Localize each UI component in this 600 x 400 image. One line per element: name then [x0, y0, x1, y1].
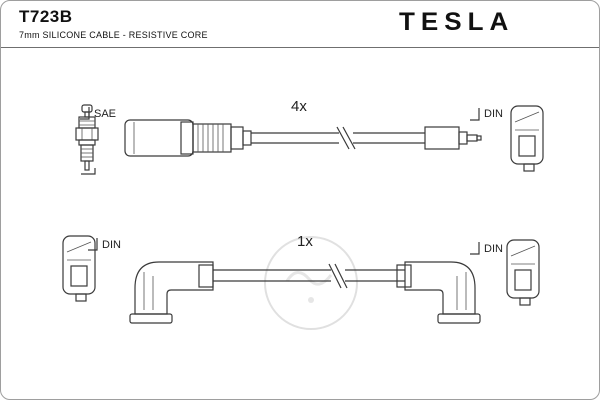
ignition-cable-diagram: SAE 4x — [62, 98, 544, 330]
din-terminal-icon — [424, 126, 482, 150]
din-label-bottom-left-text: DIN — [102, 239, 121, 251]
part-number: T723B — [19, 7, 73, 26]
din-plug-icon-bottom-right — [506, 239, 540, 306]
din-label-bottom-right: DIN — [470, 242, 503, 255]
bottom-quantity-label: 1x — [297, 233, 313, 250]
din-plug-icon-bottom-left — [62, 235, 96, 302]
din-label-bottom-right-text: DIN — [484, 243, 503, 255]
angled-boot-left-icon — [129, 261, 214, 324]
cable-top — [251, 126, 425, 150]
product-subtitle: 7mm SILICONE CABLE - RESISTIVE CORE — [19, 30, 208, 40]
din-label-bottom-left: DIN — [88, 238, 121, 251]
header: T723B 7mm SILICONE CABLE - RESISTIVE COR… — [1, 1, 599, 48]
straight-boot-icon — [124, 119, 252, 157]
brand-logo: TESLA — [399, 7, 515, 36]
din-label-top-text: DIN — [484, 108, 503, 120]
top-quantity-label: 4x — [291, 98, 307, 115]
cable-bottom — [213, 263, 405, 289]
sae-label: SAE — [80, 107, 116, 120]
din-label-top: DIN — [470, 108, 503, 121]
watermark-icon — [264, 236, 358, 330]
angled-boot-right-icon — [396, 261, 481, 324]
sae-label-text: SAE — [94, 108, 116, 120]
din-plug-icon-top-right — [510, 105, 544, 172]
